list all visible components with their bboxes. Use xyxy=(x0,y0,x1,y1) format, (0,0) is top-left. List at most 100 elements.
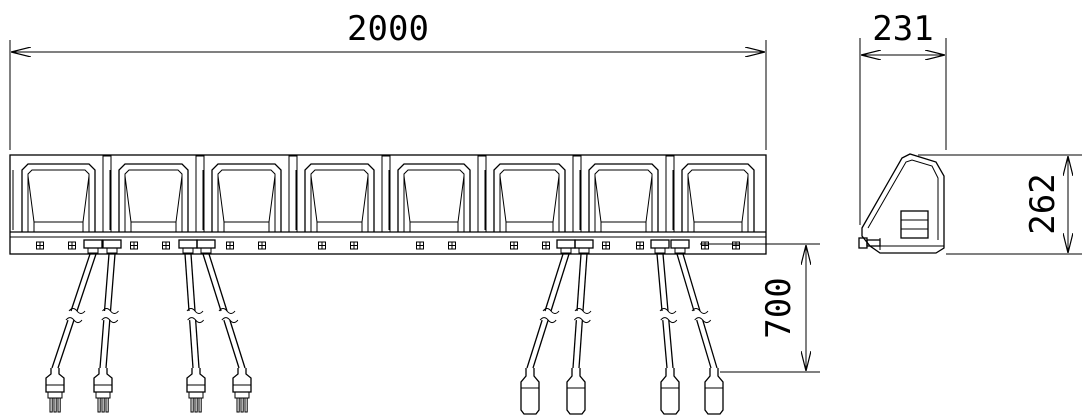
cable-wire xyxy=(194,320,200,369)
plug-pin xyxy=(97,397,101,413)
port-boot xyxy=(654,247,666,254)
cable-break xyxy=(659,308,677,314)
bay-divider xyxy=(572,155,582,233)
cable-break xyxy=(186,308,204,314)
plug-pin xyxy=(198,397,202,413)
connector-body xyxy=(520,368,540,415)
cable-female-connector xyxy=(566,253,592,415)
cable-break xyxy=(68,308,86,314)
plug-pin xyxy=(240,397,244,413)
cable-wire xyxy=(682,253,701,312)
connector-body xyxy=(660,368,680,415)
plug-pin xyxy=(101,397,105,413)
power-cables xyxy=(45,253,724,415)
depth-dimension: 231 xyxy=(859,9,947,225)
vent xyxy=(68,241,76,250)
cable-length-dimension-label: 700 xyxy=(759,277,799,338)
plug-pin xyxy=(194,397,198,413)
bay-divider xyxy=(477,155,487,233)
port-housing xyxy=(196,239,216,249)
bay-pocket-inner xyxy=(499,169,560,232)
front-view xyxy=(9,154,767,255)
cable-break xyxy=(218,308,236,314)
charging-bay xyxy=(102,155,189,233)
port-housing xyxy=(650,239,670,249)
cable-wire xyxy=(57,319,75,369)
charging-bay xyxy=(665,155,755,233)
charging-bays xyxy=(12,155,755,233)
port-boot xyxy=(560,247,572,254)
bay-divider xyxy=(195,155,205,233)
charging-bay xyxy=(195,155,282,233)
cable-female-connector xyxy=(676,253,724,415)
cable-wire xyxy=(109,253,116,312)
cable-break xyxy=(691,308,709,314)
side-view xyxy=(858,153,945,254)
cable-wire xyxy=(190,253,196,312)
cable-wire xyxy=(702,319,718,369)
vent xyxy=(226,241,234,250)
cable-wire xyxy=(550,253,570,312)
bay-cradle xyxy=(499,175,560,223)
cable-wire xyxy=(105,320,111,369)
vent xyxy=(36,241,44,250)
bay-divider xyxy=(665,155,675,233)
cable-wire xyxy=(188,320,194,369)
port-boot xyxy=(182,247,194,254)
cable-wire xyxy=(532,319,549,369)
bay-pocket-inner xyxy=(594,169,653,232)
cable-wire xyxy=(572,320,578,369)
plug-pin xyxy=(236,397,240,413)
cable-port xyxy=(650,239,670,254)
plug-body xyxy=(45,368,65,393)
cable-port xyxy=(556,239,576,254)
bay-pocket xyxy=(118,163,189,232)
cable-port xyxy=(102,239,122,254)
cable-male-plug xyxy=(184,253,206,413)
bay-pocket xyxy=(681,163,755,232)
bay-cradle xyxy=(27,175,90,223)
cable-wire xyxy=(578,320,584,369)
cable-break xyxy=(102,308,119,314)
cable-wire xyxy=(676,253,695,312)
bay-pocket xyxy=(588,163,659,232)
plug-pin xyxy=(49,397,53,413)
cable-wire xyxy=(223,319,240,369)
plug-pin xyxy=(57,397,61,413)
cable-wire xyxy=(51,319,69,369)
cable-break xyxy=(573,317,591,324)
cable-break xyxy=(539,317,557,324)
charging-bay xyxy=(572,155,659,233)
bay-cradle xyxy=(403,175,465,223)
cable-wire xyxy=(656,253,663,312)
cable-wire xyxy=(103,253,110,312)
cable-port xyxy=(196,239,216,254)
cable-male-plug xyxy=(93,253,119,413)
bay-pocket xyxy=(304,163,375,232)
cable-break xyxy=(542,308,560,314)
cable-length-dimension: 700 xyxy=(700,243,820,373)
cable-wire xyxy=(526,319,543,369)
bay-pocket xyxy=(397,163,471,232)
height-dimension-label: 262 xyxy=(1023,173,1063,234)
cable-wire xyxy=(99,320,105,369)
cable-wire xyxy=(662,253,669,312)
cable-break xyxy=(694,317,712,324)
vent xyxy=(602,241,610,250)
cable-wire xyxy=(662,320,668,369)
cable-wire xyxy=(229,319,246,369)
charging-bay xyxy=(381,155,471,233)
cable-female-connector xyxy=(656,253,680,415)
bay-cradle xyxy=(310,175,369,223)
bay-pocket-inner xyxy=(403,169,465,232)
plug-face xyxy=(188,391,204,399)
cable-port xyxy=(83,239,103,254)
bay-pocket-inner xyxy=(27,169,90,232)
cable-wire xyxy=(582,253,588,312)
height-dimension: 262 xyxy=(918,154,1082,255)
cable-wire xyxy=(544,253,564,312)
vent xyxy=(318,241,326,250)
vent xyxy=(732,241,740,250)
vent xyxy=(701,241,709,250)
